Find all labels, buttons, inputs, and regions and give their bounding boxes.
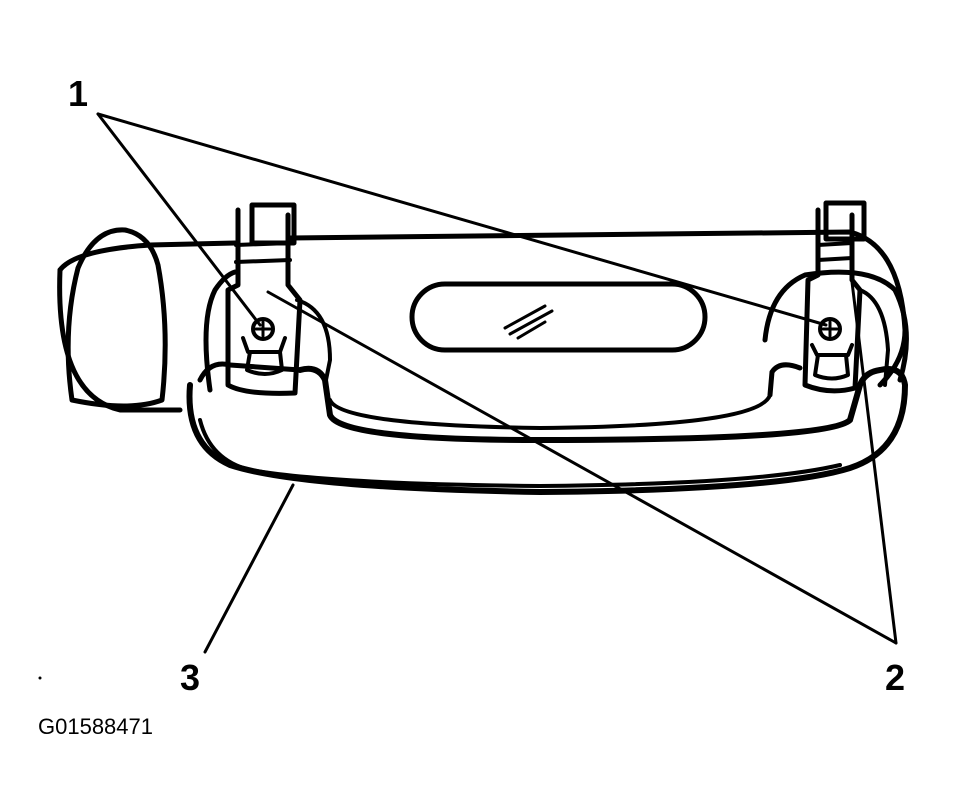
callout-3: 3 (180, 657, 201, 698)
callout-1: 1 (68, 73, 89, 114)
leader-1-left (96, 112, 262, 327)
grab-handle (186, 361, 908, 495)
stray-dot (38, 676, 42, 680)
leader-1-right (96, 112, 828, 327)
center-lens (409, 281, 708, 353)
left-screw-icon (251, 317, 275, 341)
leader-2-left (266, 290, 898, 645)
right-housing (762, 269, 909, 383)
right-cover-clip (802, 200, 890, 394)
headliner-base (57, 229, 908, 413)
leader-3 (203, 483, 295, 654)
figure-id: G01588471 (38, 714, 153, 739)
leader-lines (96, 112, 898, 654)
right-screw-icon (818, 317, 842, 341)
left-end-cap (65, 227, 168, 409)
leader-2-right (850, 280, 898, 645)
callout-2: 2 (885, 657, 906, 698)
